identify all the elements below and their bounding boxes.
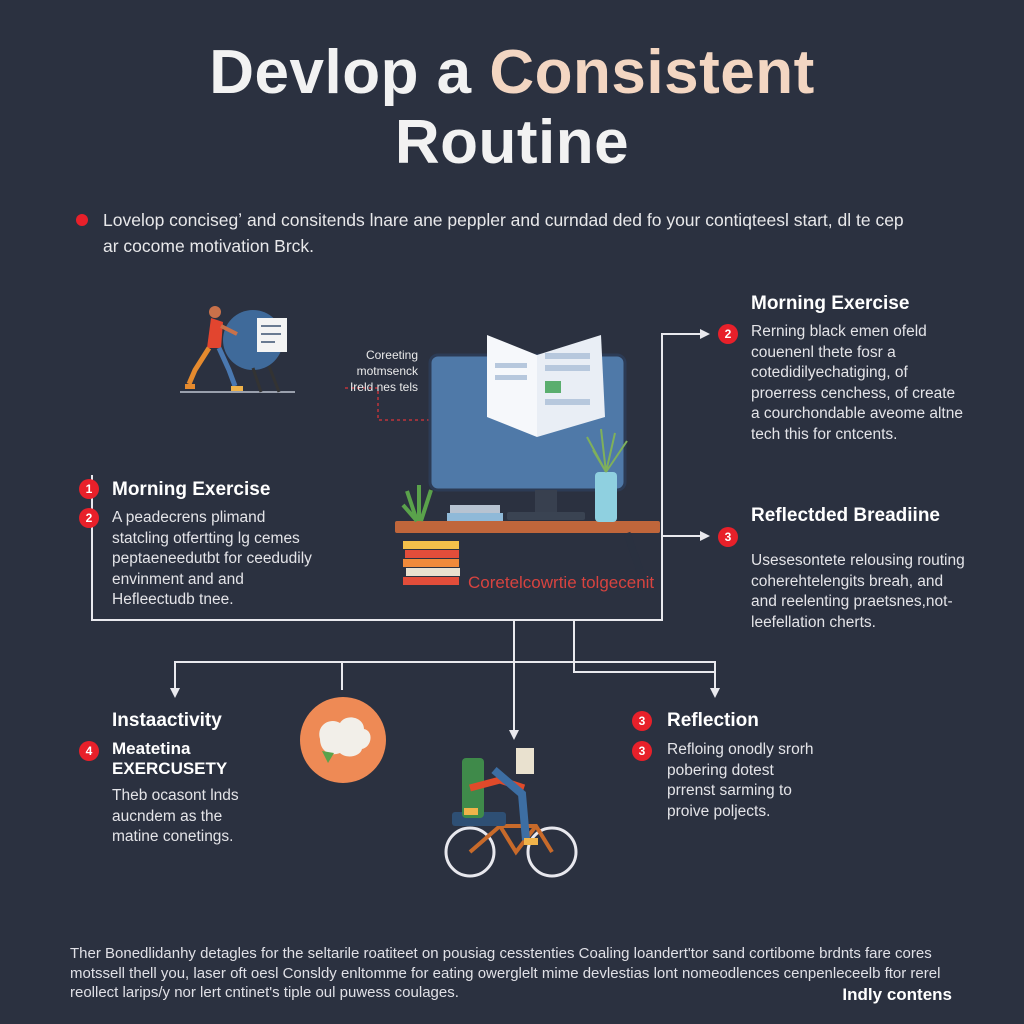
step-number-badge: 2 — [79, 508, 99, 528]
bottom-right-heading: Reflection — [667, 710, 759, 731]
intro-text: Lovelop concisegʼ and consitends lnare a… — [103, 210, 904, 256]
center-caption: Coretelcowrtie tolgecenit — [468, 573, 655, 592]
step-number-badge: 3 — [632, 741, 652, 761]
connector-left-to-right — [91, 333, 700, 621]
step-number-badge: 2 — [718, 324, 738, 344]
left-item-2-text: A peadecrens plimand statcling otferttin… — [112, 509, 312, 608]
connector-bottom-horizontal — [174, 661, 716, 690]
bottom-right-body: Refloing onodly srorh pobering dotest pr… — [667, 741, 814, 820]
page-title: Devlop a Consistent — [0, 38, 1024, 108]
callout-line-2: motmsenck — [356, 364, 418, 378]
step-number-badge: 3 — [718, 527, 738, 547]
cyclist-illustration-icon — [444, 748, 578, 878]
page-title-line-2: Routine — [394, 108, 630, 177]
bottom-left-body: Theb ocasont lnds aucndem as the matine … — [112, 787, 239, 845]
desk-computer-illustration-icon — [395, 335, 660, 585]
footer-text: Ther Bonedlidanhy detagles for the selta… — [70, 945, 941, 1001]
brain-illustration-icon — [300, 697, 386, 783]
step-number-badge: 3 — [632, 711, 652, 731]
title-part-1: Devlop a — [209, 38, 472, 107]
right-middle-heading: Reflectded Breadiine — [751, 505, 940, 526]
callout-line-3: Ireld nes tels — [349, 380, 418, 394]
right-top-body: Rerning black emen ofeld couenenl thete … — [751, 323, 963, 443]
illustration-callout: Coreeting motmsenck Ireld nes tels — [300, 347, 418, 395]
step-number-badge: 1 — [79, 479, 99, 499]
right-top-heading: Morning Exercise — [751, 293, 910, 314]
right-middle-body: Usesesontete relousing routing coherehte… — [751, 552, 965, 631]
title-accent: Consistent — [489, 38, 815, 107]
intro-bullet-icon — [76, 214, 88, 226]
left-item-1-heading: Morning Exercise — [112, 479, 271, 500]
brand-label: Indly contens — [842, 985, 952, 1004]
callout-leader — [345, 387, 430, 421]
callout-line-1: Coreeting — [365, 348, 418, 362]
bottom-left-heading: Instaactivity — [112, 710, 222, 731]
bottom-left-subheading: Meatetina EXERCUSETY — [112, 739, 228, 778]
step-number-badge: 4 — [79, 741, 99, 761]
runner-illustration-icon — [180, 306, 295, 393]
